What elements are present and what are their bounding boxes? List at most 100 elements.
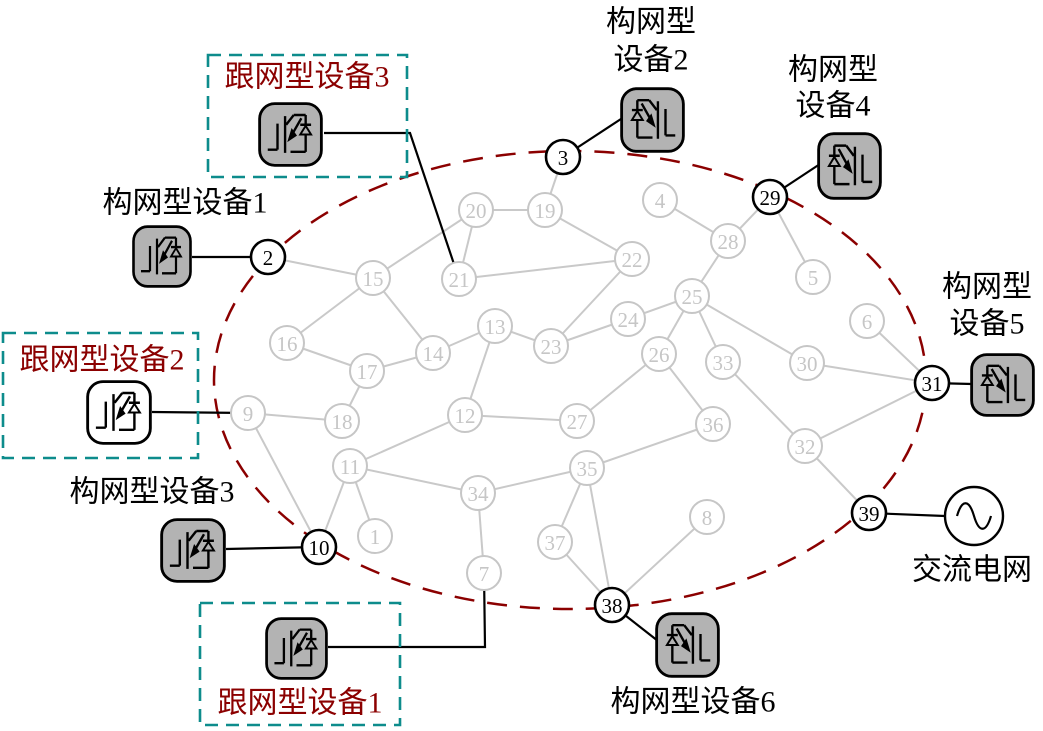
device-gfl2-icon converter-icon — [86, 380, 152, 445]
device-gfl1-icon converter-icon — [265, 617, 328, 680]
node-label-14: 14 — [423, 342, 445, 366]
diode-triangle — [298, 123, 313, 136]
network-edge-30-31 — [806, 362, 933, 384]
network-node-19: 19 — [527, 192, 563, 228]
device-gfl1-label: 跟网型设备1 — [218, 687, 383, 720]
network-node-24: 24 — [610, 301, 646, 337]
node-circle-27 — [559, 403, 595, 439]
network-node-36: 36 — [695, 406, 731, 442]
node-label-8: 8 — [702, 506, 713, 530]
network-node-32: 32 — [787, 428, 823, 464]
node-label-37: 37 — [545, 531, 566, 555]
network-edge-35-36 — [586, 423, 714, 469]
network-edge-8-38 — [611, 516, 708, 606]
node-label-36: 36 — [703, 413, 724, 437]
node-circle-26 — [641, 336, 677, 372]
node-label-21: 21 — [449, 268, 470, 292]
node-circle-3 — [544, 138, 582, 176]
diode-triangle — [304, 638, 319, 650]
network-edge-15-20 — [372, 209, 477, 279]
network-node-38: 38 — [593, 586, 631, 624]
network-edge-22-23 — [550, 258, 633, 347]
network-node-26: 26 — [641, 336, 677, 372]
network-node-18: 18 — [324, 403, 360, 439]
node-circle-6 — [849, 303, 885, 339]
network-node-9: 9 — [230, 395, 266, 431]
node-circle-13 — [477, 308, 513, 344]
node-circle-15 — [355, 260, 391, 296]
node-label-9: 9 — [243, 402, 254, 426]
emitter-arrow — [287, 128, 297, 143]
emitter-arrow — [293, 642, 303, 656]
node-circle-29 — [751, 178, 789, 216]
node-label-22: 22 — [622, 248, 643, 272]
network-node-16: 16 — [269, 325, 305, 361]
diode-triangle — [201, 539, 216, 552]
network-node-14: 14 — [415, 335, 451, 371]
device-gfl3-wire — [324, 131, 461, 280]
node-label-27: 27 — [567, 410, 588, 434]
ac-grid-label: 交流电网 — [912, 554, 1032, 587]
node-circle-19 — [527, 192, 563, 228]
node-circle-21 — [441, 261, 477, 297]
node-circle-35 — [569, 450, 605, 486]
node-label-39: 39 — [859, 502, 880, 526]
node-circle-36 — [695, 406, 731, 442]
node-circle-28 — [710, 223, 746, 259]
device-gfm6-icon converter-icon — [655, 612, 720, 678]
node-label-1: 1 — [370, 525, 381, 549]
node-label-17: 17 — [357, 360, 378, 384]
node-circle-37 — [537, 524, 573, 560]
node-label-2: 2 — [263, 246, 274, 270]
device-gfm5-label: 构网型 — [942, 271, 1032, 304]
device-gfl3-icon converter-icon — [258, 102, 323, 167]
network-node-28: 28 — [710, 223, 746, 259]
node-label-30: 30 — [797, 352, 818, 376]
node-circle-24 — [610, 301, 646, 337]
sine-wave-icon — [955, 502, 993, 530]
device-gfm2-label: 设备2 — [614, 44, 689, 77]
node-circle-33 — [705, 344, 741, 380]
network-edge-27-12 — [464, 414, 578, 422]
node-label-24: 24 — [618, 308, 640, 332]
network-edge-12-11 — [349, 414, 466, 467]
node-label-18: 18 — [332, 410, 353, 434]
node-label-16: 16 — [277, 332, 298, 356]
emitter-arrow — [996, 378, 1006, 393]
node-circle-10 — [300, 528, 338, 566]
network-edge-31-32 — [804, 382, 933, 447]
node-label-20: 20 — [466, 199, 487, 223]
emitter-arrow — [646, 113, 656, 128]
network-node-6: 6 — [849, 303, 885, 339]
node-circle-4 — [642, 182, 678, 218]
device-gfm1-label: 构网型设备1 — [103, 187, 268, 220]
device-gfm3-label: 构网型设备3 — [70, 476, 235, 509]
device-gfm4-icon converter-icon — [817, 132, 882, 200]
node-label-6: 6 — [862, 310, 873, 334]
node-circle-1 — [357, 518, 393, 554]
emitter-arrow — [159, 250, 168, 264]
network-edge-9-10 — [247, 412, 320, 548]
device-gfm4-label: 设备4 — [796, 90, 871, 123]
node-label-3: 3 — [558, 146, 569, 170]
network-node-33: 33 — [705, 344, 741, 380]
device-gfm6-label: 构网型设备6 — [611, 686, 776, 719]
node-circle-2 — [249, 238, 287, 276]
network-edge-25-30 — [691, 295, 808, 364]
emitter-arrow — [843, 159, 853, 174]
network-node-1: 1 — [357, 518, 393, 554]
network-edge-33-32 — [722, 361, 806, 447]
network-node-21: 21 — [441, 261, 477, 297]
network-node-3: 3 — [544, 138, 582, 176]
node-label-23: 23 — [541, 335, 562, 359]
network-edge-21-22 — [458, 258, 633, 280]
ac-grid-symbol — [943, 485, 1005, 547]
node-circle-38 — [593, 586, 631, 624]
network-node-12: 12 — [447, 397, 483, 433]
network-node-8: 8 — [689, 499, 725, 535]
emitter-arrow — [681, 638, 691, 653]
device-gfl3-label: 跟网型设备3 — [225, 61, 390, 94]
network-edge-35-38 — [586, 467, 613, 606]
network-edge-34-35 — [477, 467, 588, 494]
